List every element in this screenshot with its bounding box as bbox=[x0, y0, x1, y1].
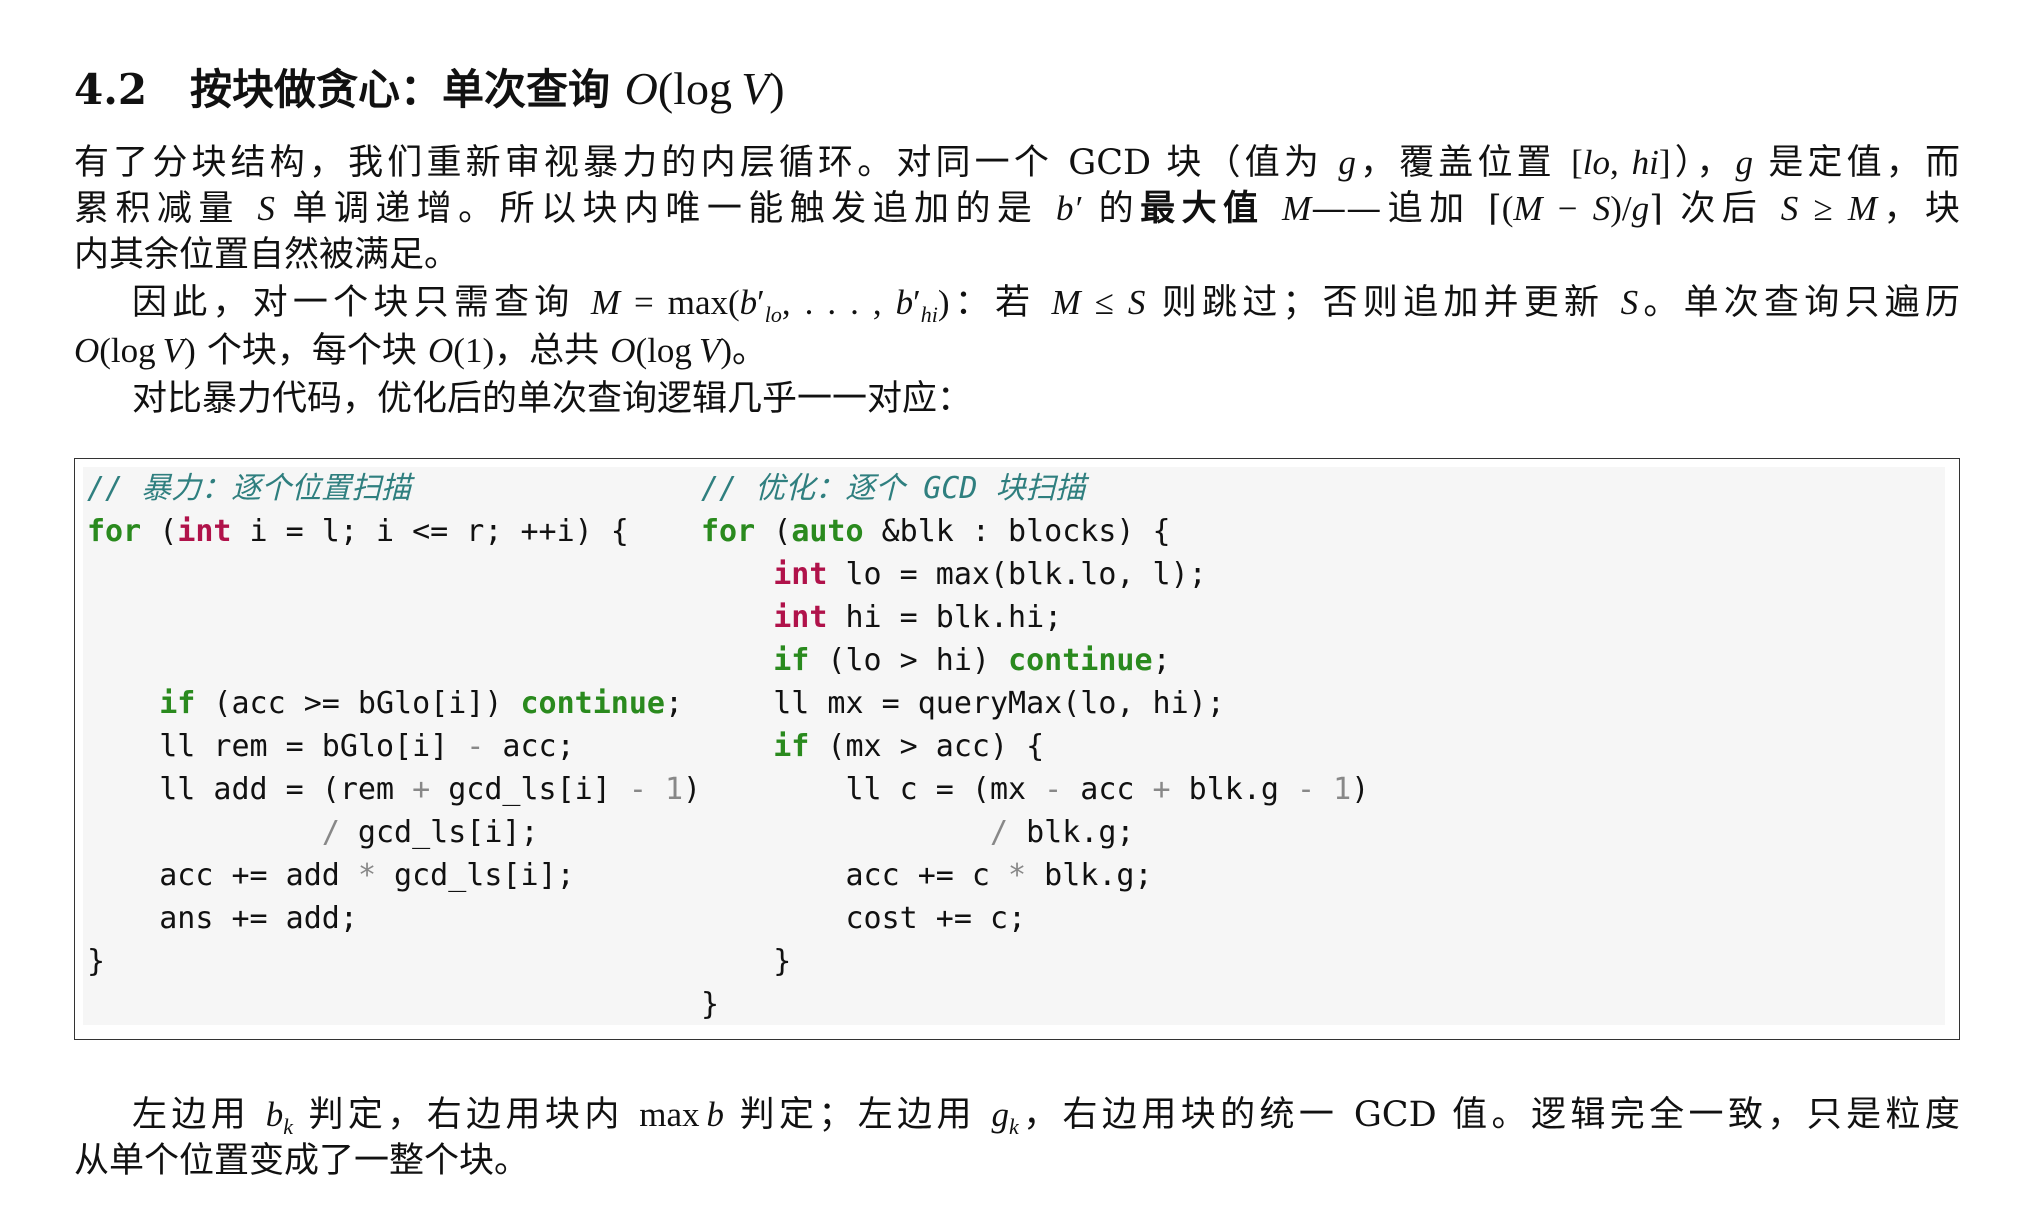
math-olog: O(log V) bbox=[74, 331, 196, 370]
code-line: for (int i = l; i <= r; ++i) { bbox=[87, 514, 629, 549]
text: 则跳过；否则追加并更新 bbox=[1161, 283, 1605, 323]
text: 。单次查询只遍历 bbox=[1638, 283, 1960, 323]
code-line: for (auto &blk : blocks) { bbox=[701, 514, 1171, 549]
section-heading: 4.2 按块做贪心：单次查询 O(log V) bbox=[74, 56, 785, 117]
code-background bbox=[83, 467, 1945, 1025]
math-M: M bbox=[1282, 189, 1312, 228]
code-line: / blk.g; bbox=[989, 815, 1135, 850]
code-line: ll rem = bGlo[i] - acc; bbox=[87, 729, 575, 764]
section-title: 按块做贪心：单次查询 bbox=[190, 65, 611, 114]
paragraph-3: 对比暴力代码，优化后的单次查询逻辑几乎一一对应： bbox=[132, 379, 973, 419]
code-line: if (mx > acc) { bbox=[773, 729, 1045, 764]
code-line: } bbox=[701, 944, 792, 979]
text: 个块，每个块 bbox=[206, 331, 417, 371]
math-maxb: max b bbox=[639, 1095, 725, 1134]
paragraph-1-line-2: 累积减量 S 单调递增。所以块内唯一能触发追加的是 b′ 的最大值 M——追加 … bbox=[74, 186, 1960, 232]
text: ——追加 bbox=[1311, 189, 1471, 229]
math-range: [lo, hi] bbox=[1571, 143, 1671, 182]
text: 有了分块结构，我们重新审视暴力的内层循环。对同一个 GCD 块（值为 bbox=[74, 143, 1324, 183]
code-line: } bbox=[87, 944, 106, 979]
math-olog: O(log V) bbox=[610, 331, 732, 370]
text: ，总共 bbox=[494, 331, 600, 371]
math-S: S bbox=[257, 189, 275, 228]
section-number: 4.2 bbox=[74, 65, 148, 114]
text: ：若 bbox=[949, 283, 1036, 323]
math-ineq: S ≥ M bbox=[1780, 189, 1878, 228]
code-line: ans += add; bbox=[87, 901, 358, 936]
math-g: g bbox=[1338, 143, 1356, 182]
code-line: // 优化：逐个 GCD 块扫描 bbox=[701, 471, 1086, 506]
math-b-prime: b′ bbox=[1055, 189, 1082, 228]
text: 左边用 bbox=[132, 1095, 251, 1135]
code-line: int lo = max(blk.lo, l); bbox=[773, 557, 1207, 592]
code-line: ll mx = queryMax(lo, hi); bbox=[701, 686, 1225, 721]
bold-max-value: 最大值 bbox=[1140, 188, 1265, 229]
section-title-math: O(log V) bbox=[624, 63, 785, 114]
math-S: S bbox=[1620, 283, 1639, 322]
paragraph-4-line-2: 从单个位置变成了一整个块。 bbox=[74, 1141, 530, 1181]
paragraph-1-line-3: 内其余位置自然被满足。 bbox=[74, 235, 460, 275]
code-line: if (acc >= bGlo[i]) continue; bbox=[159, 686, 684, 721]
math-g: g bbox=[1735, 143, 1754, 182]
text: 判定；左边用 bbox=[739, 1095, 976, 1135]
code-comparison-box: // 暴力：逐个位置扫描 for (int i = l; i <= r; ++i… bbox=[74, 458, 1960, 1040]
code-line: cost += c; bbox=[701, 901, 1027, 936]
text: 的 bbox=[1098, 189, 1141, 229]
code-line: acc += add * gcd_ls[i]; bbox=[87, 858, 575, 893]
paragraph-1-line-1: 有了分块结构，我们重新审视暴力的内层循环。对同一个 GCD 块（值为 g，覆盖位… bbox=[74, 140, 1960, 186]
math-max-query: M = max(b′lo, . . . , b′hi) bbox=[590, 283, 950, 327]
text: 。 bbox=[731, 331, 767, 371]
math-gk: gk bbox=[991, 1095, 1019, 1139]
math-le: M ≤ S bbox=[1051, 283, 1146, 322]
code-line: int hi = blk.hi; bbox=[773, 600, 1063, 635]
code-line: acc += c * blk.g; bbox=[701, 858, 1153, 893]
math-o1: O(1) bbox=[428, 331, 495, 370]
code-line: / gcd_ls[i]; bbox=[321, 815, 539, 850]
text: ，块 bbox=[1877, 189, 1960, 229]
text: 因此，对一个块只需查询 bbox=[132, 283, 575, 323]
paragraph-4-line-1: 左边用 bk 判定，右边用块内 max b 判定；左边用 gk，右边用块的统一 … bbox=[74, 1092, 1960, 1150]
code-line: ll add = (rem + gcd_ls[i] - 1) bbox=[87, 772, 702, 807]
text: 次后 bbox=[1680, 189, 1764, 229]
math-ceil: ⌈(M − S)/g⌉ bbox=[1488, 189, 1663, 228]
math-bk: bk bbox=[265, 1095, 293, 1139]
text: ）， bbox=[1670, 143, 1736, 183]
code-line: ll c = (mx - acc + blk.g - 1) bbox=[701, 772, 1370, 807]
code-line: } bbox=[701, 987, 720, 1022]
paragraph-2-line-2: O(log V) 个块，每个块 O(1)，总共 O(log V)。 bbox=[74, 328, 1960, 374]
text: ，右边用块的统一 GCD 值。逻辑完全一致，只是粒度 bbox=[1018, 1095, 1960, 1135]
code-brute-force: // 暴力：逐个位置扫描 for (int i = l; i <= r; ++i… bbox=[87, 467, 701, 983]
code-line: if (lo > hi) continue; bbox=[773, 643, 1171, 678]
text: 单调递增。所以块内唯一能触发追加的是 bbox=[292, 189, 1039, 229]
code-optimized: // 优化：逐个 GCD 块扫描 for (auto &blk : blocks… bbox=[701, 467, 1369, 1026]
text: 累积减量 bbox=[74, 189, 240, 229]
paragraph-2-line-1: 因此，对一个块只需查询 M = max(b′lo, . . . , b′hi)：… bbox=[74, 280, 1960, 338]
text: ，覆盖位置 bbox=[1355, 143, 1556, 183]
code-line: // 暴力：逐个位置扫描 bbox=[87, 471, 412, 506]
text: 是定值，而 bbox=[1768, 143, 1960, 183]
text: 判定，右边用块内 bbox=[308, 1095, 624, 1135]
